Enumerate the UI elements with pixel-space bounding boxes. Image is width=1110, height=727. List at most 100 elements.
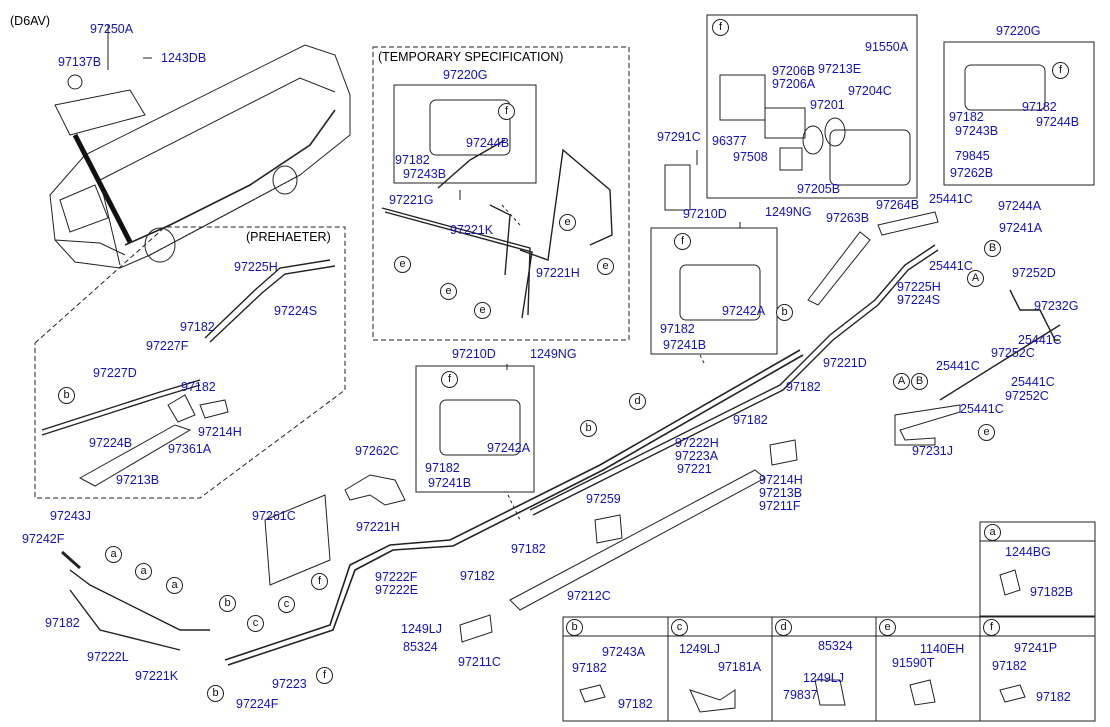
- part-25441C-5[interactable]: 25441C: [1011, 375, 1055, 389]
- legend-c-part-1[interactable]: 1249LJ: [679, 642, 721, 656]
- part-97252D[interactable]: 97252D: [1012, 266, 1056, 280]
- part-97227F[interactable]: 97227F: [146, 339, 189, 353]
- legend-f-part-1[interactable]: 97241P: [1014, 641, 1058, 655]
- part-97213E[interactable]: 97213E: [818, 62, 862, 76]
- part-97262B[interactable]: 97262B: [950, 166, 994, 180]
- part-97201[interactable]: 97201: [810, 98, 845, 112]
- part-1249LJ[interactable]: 1249LJ: [401, 622, 443, 636]
- part-97244B-temp[interactable]: 97244B: [466, 136, 510, 150]
- part-97361A[interactable]: 97361A: [168, 442, 212, 456]
- part-97224S-right[interactable]: 97224S: [897, 293, 941, 307]
- part-97211C[interactable]: 97211C: [458, 655, 501, 669]
- part-97137B[interactable]: 97137B: [58, 55, 102, 69]
- part-1249NG-2[interactable]: 1249NG: [530, 347, 577, 361]
- part-97227D[interactable]: 97227D: [93, 366, 137, 380]
- part-97250A[interactable]: 97250A: [90, 22, 134, 36]
- part-25441C-3[interactable]: 25441C: [1018, 333, 1062, 347]
- legend-a-part-1[interactable]: 1244BG: [1005, 545, 1051, 559]
- part-97214H[interactable]: 97214H: [759, 473, 803, 487]
- part-97221H-temp[interactable]: 97221H: [536, 266, 580, 280]
- callout-b[interactable]: b: [207, 685, 224, 702]
- part-97213B[interactable]: 97213B: [759, 486, 803, 500]
- part-97508[interactable]: 97508: [733, 150, 768, 164]
- part-97232G[interactable]: 97232G: [1034, 299, 1079, 313]
- part-97252C-1[interactable]: 97252C: [991, 346, 1035, 360]
- callout-f[interactable]: f: [498, 103, 515, 120]
- legend-e-part-2[interactable]: 91590T: [892, 656, 935, 670]
- part-97241B-2[interactable]: 97241B: [428, 476, 472, 490]
- part-97206B[interactable]: 97206B: [772, 64, 816, 78]
- legend-b-part-1[interactable]: 97243A: [602, 645, 646, 659]
- part-97222E[interactable]: 97222E: [375, 583, 419, 597]
- callout-e[interactable]: e: [474, 302, 491, 319]
- part-97291C[interactable]: 97291C: [657, 130, 701, 144]
- part-97244A[interactable]: 97244A: [998, 199, 1042, 213]
- part-97242F[interactable]: 97242F: [22, 532, 65, 546]
- part-97259[interactable]: 97259: [586, 492, 621, 506]
- part-97243J[interactable]: 97243J: [50, 509, 92, 523]
- part-97210D-1[interactable]: 97210D: [683, 207, 727, 221]
- callout-f[interactable]: f: [316, 667, 333, 684]
- legend-f-part-2[interactable]: 97182: [992, 659, 1027, 673]
- legend-a-part-2[interactable]: 97182B: [1030, 585, 1074, 599]
- part-97224F[interactable]: 97224F: [236, 697, 279, 711]
- callout-a[interactable]: a: [135, 563, 152, 580]
- part-97224S[interactable]: 97224S: [274, 304, 318, 318]
- part-97263B[interactable]: 97263B: [826, 211, 870, 225]
- callout-a[interactable]: a: [166, 577, 183, 594]
- part-97222H[interactable]: 97222H: [675, 436, 719, 450]
- part-97244B-right[interactable]: 97244B: [1036, 115, 1080, 129]
- callout-e[interactable]: e: [978, 424, 995, 441]
- part-97204C[interactable]: 97204C: [848, 84, 892, 98]
- part-97221K-temp[interactable]: 97221K: [450, 223, 494, 237]
- part-97224B[interactable]: 97224B: [89, 436, 133, 450]
- part-97182-m1[interactable]: 97182: [786, 380, 821, 394]
- legend-d-part-3[interactable]: 79837: [783, 688, 818, 702]
- part-97212C[interactable]: 97212C: [567, 589, 611, 603]
- callout-d[interactable]: d: [629, 393, 646, 410]
- part-1243DB[interactable]: 1243DB: [161, 51, 207, 65]
- callout-B[interactable]: B: [984, 240, 1001, 257]
- part-97242A-2[interactable]: 97242A: [487, 441, 531, 455]
- part-97243B-right[interactable]: 97243B: [955, 124, 999, 138]
- part-97205B[interactable]: 97205B: [797, 182, 841, 196]
- part-97241B-1[interactable]: 97241B: [663, 338, 707, 352]
- legend-b-part-2[interactable]: 97182: [572, 661, 607, 675]
- part-97221[interactable]: 97221: [677, 462, 712, 476]
- part-25441C-4[interactable]: 25441C: [936, 359, 980, 373]
- part-97220G-temp[interactable]: 97220G: [443, 68, 488, 82]
- part-25441C-6[interactable]: 25441C: [960, 402, 1004, 416]
- part-97221G[interactable]: 97221G: [389, 193, 434, 207]
- part-97213B-ph[interactable]: 97213B: [116, 473, 160, 487]
- callout-A[interactable]: A: [967, 270, 984, 287]
- callout-c[interactable]: c: [247, 615, 264, 632]
- callout-e[interactable]: e: [394, 256, 411, 273]
- callout-f[interactable]: f: [1052, 62, 1069, 79]
- part-85324[interactable]: 85324: [403, 640, 438, 654]
- callout-A[interactable]: A: [893, 373, 910, 390]
- part-97222F[interactable]: 97222F: [375, 570, 418, 584]
- legend-d-part-1[interactable]: 85324: [818, 639, 853, 653]
- part-97211F[interactable]: 97211F: [759, 499, 801, 513]
- part-97252C-2[interactable]: 97252C: [1005, 389, 1049, 403]
- part-97221H-bottom[interactable]: 97221H: [356, 520, 400, 534]
- part-97223[interactable]: 97223: [272, 677, 307, 691]
- part-97214H-ph[interactable]: 97214H: [198, 425, 242, 439]
- part-97225H[interactable]: 97225H: [234, 260, 278, 274]
- part-97182-temp[interactable]: 97182: [395, 153, 430, 167]
- part-97182-f2[interactable]: 97182: [425, 461, 460, 475]
- part-97231J[interactable]: 97231J: [912, 444, 954, 458]
- part-97182-m4[interactable]: 97182: [460, 569, 495, 583]
- part-25441C-1[interactable]: 25441C: [929, 192, 973, 206]
- callout-B[interactable]: B: [911, 373, 928, 390]
- part-97182-f1[interactable]: 97182: [660, 322, 695, 336]
- callout-f[interactable]: f: [441, 371, 458, 388]
- part-97210D-2[interactable]: 97210D: [452, 347, 496, 361]
- part-97261C[interactable]: 97261C: [252, 509, 296, 523]
- part-97220G-right[interactable]: 97220G: [996, 24, 1041, 38]
- part-97262C[interactable]: 97262C: [355, 444, 399, 458]
- part-97225H-right[interactable]: 97225H: [897, 280, 941, 294]
- callout-b[interactable]: b: [219, 595, 236, 612]
- legend-c-part-2[interactable]: 97181A: [718, 660, 762, 674]
- part-91550A[interactable]: 91550A: [865, 40, 909, 54]
